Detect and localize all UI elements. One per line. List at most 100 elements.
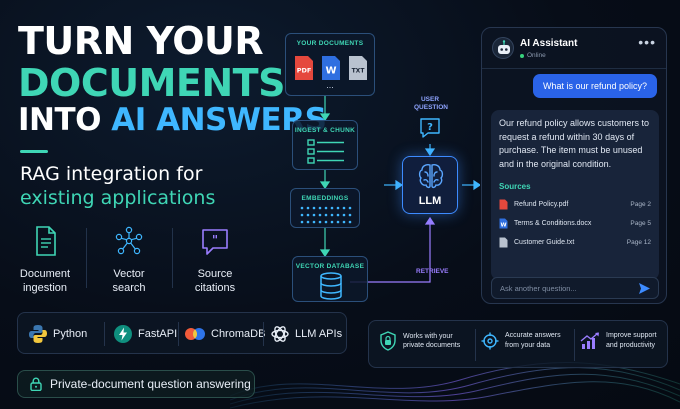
- txt-file-icon: TXT: [349, 56, 367, 80]
- brain-icon: [418, 164, 444, 189]
- source-item[interactable]: W Terms & Conditions.docx Page 5: [499, 216, 651, 230]
- tech-stack-bar: Python FastAPI ChromaDB LLM APIs: [17, 312, 347, 354]
- user-question-label: USER QUESTION: [414, 96, 448, 111]
- tech-fastapi: FastAPI: [113, 324, 177, 344]
- chromadb-icon: [185, 328, 205, 340]
- network-icon: [115, 226, 143, 255]
- vector-database-title: VECTOR DATABASE: [295, 263, 365, 270]
- wave-decoration: [230, 362, 680, 409]
- assistant-message-bubble: Our refund policy allows customers to re…: [491, 110, 659, 280]
- embeddings-title: EMBEDDINGS: [301, 195, 349, 202]
- pdf-file-icon: [499, 199, 508, 209]
- private-qa-pill: Private-document question answering: [17, 370, 255, 398]
- divider: [104, 322, 105, 346]
- embeddings-box: EMBEDDINGS: [290, 188, 360, 228]
- tech-label: LLM APIs: [295, 328, 343, 340]
- pipeline-connectors: [319, 96, 480, 283]
- your-documents-title: YOUR DOCUMENTS: [296, 40, 364, 47]
- subtitle-line-1: RAG integration for: [20, 163, 203, 185]
- benefit-line: Accurate answers: [505, 332, 561, 339]
- svg-text:?: ?: [427, 122, 433, 133]
- feature-document-ingestion: Document ingestion: [2, 224, 88, 295]
- send-icon[interactable]: [638, 282, 651, 295]
- tech-label: ChromaDB: [211, 328, 266, 340]
- headline-line-1: TURN YOUR: [18, 19, 264, 63]
- divider: [574, 329, 575, 361]
- headline-line-2: DOCUMENTS: [18, 61, 285, 105]
- llm-label: LLM: [418, 195, 442, 207]
- divider: [263, 322, 264, 346]
- tech-llm-apis: LLM APIs: [270, 324, 342, 344]
- word-label: W: [325, 66, 336, 77]
- ask-question-input[interactable]: Ask another question...: [491, 277, 659, 299]
- svg-text:W: W: [500, 222, 506, 228]
- divider: [475, 329, 476, 361]
- your-documents-box: YOUR DOCUMENTS PDF W TXT ...: [285, 33, 375, 96]
- feature-label-1b: ingestion: [22, 282, 68, 294]
- source-item[interactable]: Refund Policy.pdf Page 2: [499, 197, 651, 211]
- subtitle-line-2: existing applications: [20, 187, 216, 209]
- feature-label-3a: Source: [197, 268, 233, 280]
- pill-label: Private-document question answering: [50, 377, 251, 391]
- online-dot: [520, 53, 524, 58]
- headline-ai-answers: AI ANSWERS: [111, 102, 327, 138]
- vector-database-box: VECTOR DATABASE: [292, 256, 368, 302]
- benefit-line: from your data: [505, 341, 551, 349]
- benefit-line: Improve support: [606, 332, 657, 339]
- retrieve-label: RETRIEVE: [416, 268, 449, 275]
- feature-label-3b: citations: [194, 282, 236, 294]
- source-name: Terms & Conditions.docx: [514, 219, 592, 227]
- txt-label: TXT: [352, 68, 366, 75]
- tech-chromadb: ChromaDB: [184, 324, 265, 344]
- source-item[interactable]: Customer Guide.txt Page 12: [499, 235, 651, 249]
- shield-lock-icon: [380, 331, 396, 351]
- benefit-line: and productivity: [606, 341, 656, 349]
- source-page: Page 12: [626, 238, 651, 246]
- word-file-icon: W: [499, 218, 508, 228]
- benefit-line: private documents: [403, 342, 461, 349]
- lock-icon: [30, 377, 42, 391]
- growth-chart-icon: [580, 331, 599, 349]
- database-icon: [320, 272, 342, 300]
- divider: [172, 228, 173, 288]
- source-name: Customer Guide.txt: [514, 238, 575, 246]
- headline-line-3: INTO AI ANSWERS: [18, 102, 327, 138]
- txt-file-icon: [499, 237, 508, 247]
- svg-text:": ": [212, 233, 218, 247]
- chat-window: AI Assistant Online ••• What is our refu…: [481, 27, 667, 304]
- benefit-productivity: Improve support and productivity: [580, 331, 657, 350]
- benefits-bar: Works with your private documents Accurat…: [368, 320, 668, 368]
- document-icon: [36, 226, 56, 256]
- source-page: Page 2: [630, 200, 651, 208]
- ingest-chunk-box: INGEST & CHUNK: [292, 120, 358, 170]
- tech-label: FastAPI: [138, 328, 178, 340]
- avatar: [492, 37, 514, 59]
- feature-source-citations: " Source citations: [172, 224, 258, 295]
- feature-vector-search: Vector search: [86, 224, 172, 295]
- robot-icon: [498, 40, 510, 54]
- header-divider: [482, 68, 666, 69]
- benefit-private-docs: Works with your private documents: [379, 331, 460, 351]
- accent-underline: [20, 150, 48, 153]
- question-bubble-icon: ?: [420, 118, 440, 138]
- feature-label-2b: search: [112, 282, 146, 294]
- tech-label: Python: [53, 328, 88, 340]
- target-icon: [481, 332, 499, 349]
- file-icons: PDF W TXT: [295, 56, 367, 80]
- benefit-accurate-answers: Accurate answers from your data: [481, 331, 561, 350]
- pdf-file-icon: PDF: [295, 56, 313, 80]
- chunk-lines-icon: [307, 139, 344, 164]
- more-files-ellipsis: ...: [326, 80, 334, 90]
- more-menu-icon[interactable]: •••: [638, 34, 656, 50]
- sources-title: Sources: [499, 182, 531, 191]
- divider: [178, 322, 179, 346]
- source-name: Refund Policy.pdf: [514, 200, 569, 208]
- headline-into: INTO: [18, 102, 101, 138]
- benefit-line: Works with your: [403, 332, 453, 340]
- feature-label-1a: Document: [19, 268, 71, 280]
- embedding-grid-icon: [300, 206, 352, 224]
- word-file-icon: W: [322, 56, 340, 80]
- python-icon: [29, 325, 47, 343]
- llm-box: LLM: [402, 156, 458, 214]
- openai-icon: [271, 326, 289, 342]
